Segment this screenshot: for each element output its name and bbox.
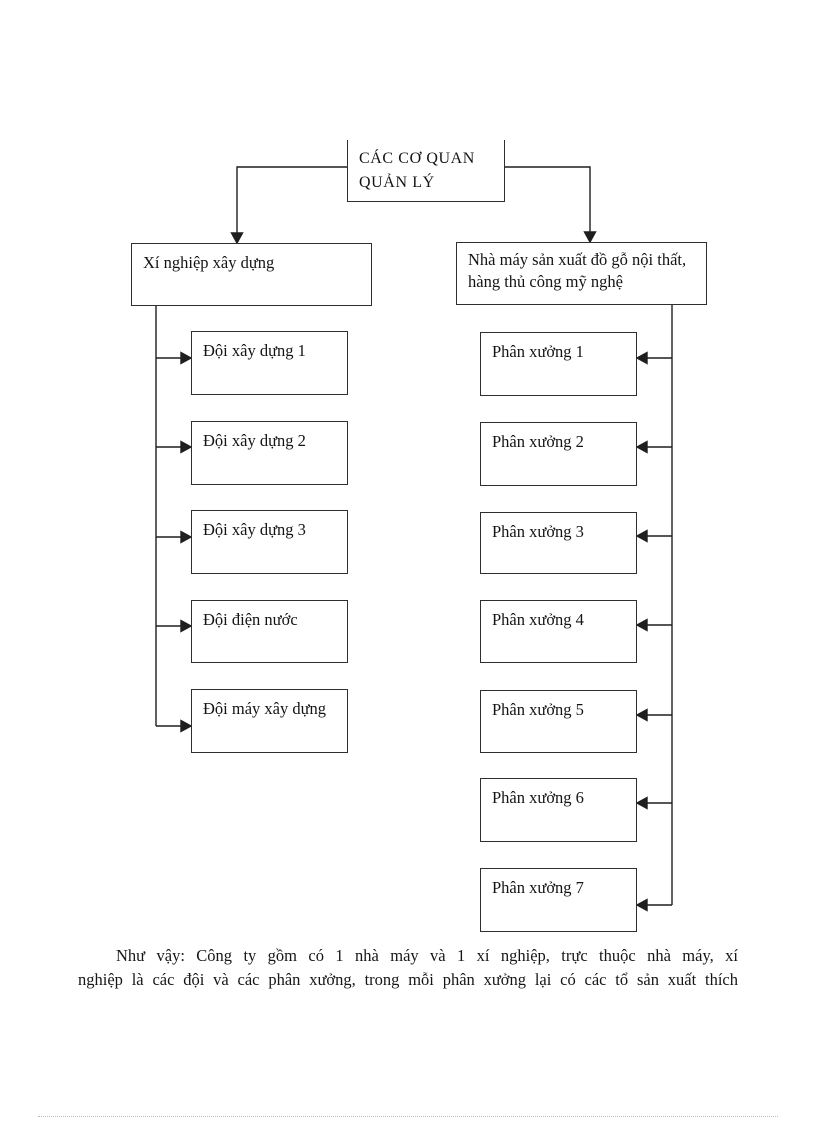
right-unit-box-6: Phân xưởng 6: [480, 778, 637, 842]
right-header-box: Nhà máy sản xuất đồ gỗ nội thất, hàng th…: [456, 242, 707, 305]
right-header-label: Nhà máy sản xuất đồ gỗ nội thất, hàng th…: [468, 250, 687, 291]
arrow-right-icon: [180, 530, 193, 544]
right-branch-spine: [635, 305, 673, 912]
right-unit-label-5: Phân xưởng 5: [492, 700, 584, 719]
arrow-left-icon: [635, 708, 648, 722]
arrow-right-icon: [180, 619, 193, 633]
page-break-dotted-line: [38, 1116, 778, 1117]
arrow-right-icon: [180, 719, 193, 733]
arrow-left-icon: [635, 618, 648, 632]
right-unit-label-7: Phân xưởng 7: [492, 878, 584, 897]
arrow-right-icon: [180, 351, 193, 365]
left-unit-label-2: Đội xây dựng 2: [203, 431, 306, 450]
arrow-left-icon: [635, 796, 648, 810]
right-unit-label-6: Phân xưởng 6: [492, 788, 584, 807]
arrow-down-icon: [230, 232, 244, 245]
right-unit-box-2: Phân xưởng 2: [480, 422, 637, 486]
left-unit-label-1: Đội xây dựng 1: [203, 341, 306, 360]
right-unit-box-5: Phân xưởng 5: [480, 690, 637, 753]
closing-paragraph: Như vậy: Công ty gồm có 1 nhà máy và 1 x…: [78, 944, 738, 992]
left-unit-box-2: Đội xây dựng 2: [191, 421, 348, 485]
left-branch-spine: [155, 306, 193, 733]
paragraph-line-1: Như vậy: Công ty gồm có 1 nhà máy và 1 x…: [116, 946, 738, 965]
right-unit-box-3: Phân xưởng 3: [480, 512, 637, 574]
arrow-left-icon: [635, 440, 648, 454]
right-unit-label-2: Phân xưởng 2: [492, 432, 584, 451]
left-unit-label-5: Đội máy xây dựng: [203, 699, 327, 718]
left-unit-label-4: Đội điện nước: [203, 610, 298, 629]
left-unit-box-3: Đội xây dựng 3: [191, 510, 348, 574]
left-unit-box-4: Đội điện nước: [191, 600, 348, 663]
arrow-left-icon: [635, 529, 648, 543]
left-header-label: Xí nghiệp xây dựng: [143, 253, 275, 272]
right-unit-label-4: Phân xưởng 4: [492, 610, 584, 629]
right-unit-label-3: Phân xưởng 3: [492, 522, 584, 541]
arrow-right-icon: [180, 440, 193, 454]
root-box: CÁC CƠ QUAN QUẢN LÝ: [347, 140, 505, 202]
paragraph-line-2: nghiệp là các đội và các phân xưởng, tro…: [78, 970, 738, 989]
left-header-box: Xí nghiệp xây dựng: [131, 243, 372, 306]
right-unit-box-4: Phân xưởng 4: [480, 600, 637, 663]
arrow-left-icon: [635, 351, 648, 365]
arrow-down-icon: [583, 231, 597, 244]
left-unit-box-5: Đội máy xây dựng: [191, 689, 348, 753]
arrow-left-icon: [635, 898, 648, 912]
root-box-label: CÁC CƠ QUAN QUẢN LÝ: [359, 150, 475, 191]
right-unit-label-1: Phân xưởng 1: [492, 342, 584, 361]
right-unit-box-7: Phân xưởng 7: [480, 868, 637, 932]
right-unit-box-1: Phân xưởng 1: [480, 332, 637, 396]
left-unit-box-1: Đội xây dựng 1: [191, 331, 348, 395]
left-unit-label-3: Đội xây dựng 3: [203, 520, 306, 539]
